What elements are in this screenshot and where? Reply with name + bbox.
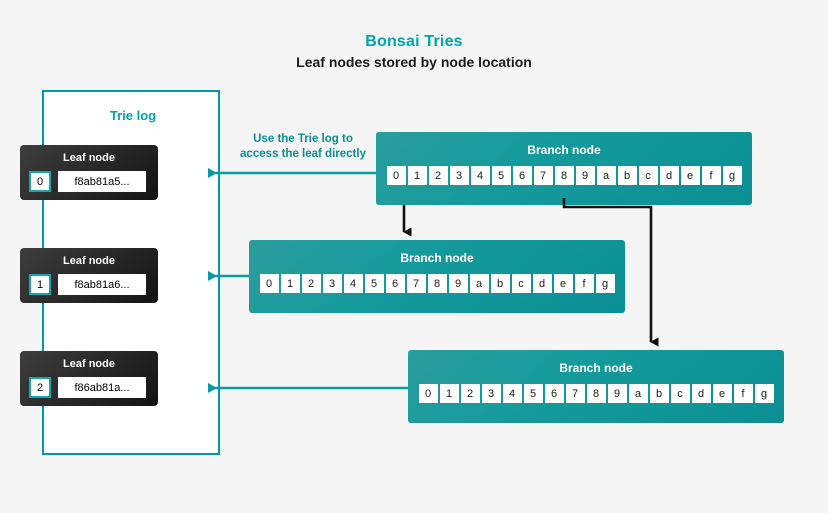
branch-cell-0[interactable]: 0: [386, 166, 406, 185]
branch-cell-7[interactable]: 7: [533, 166, 553, 185]
branch-cell-c[interactable]: c: [670, 384, 690, 403]
leaf-node-label: Leaf node: [63, 255, 115, 267]
branch-cell-a[interactable]: a: [469, 274, 489, 293]
branch-cell-5[interactable]: 5: [523, 384, 543, 403]
trie-log-title: Trie log: [109, 108, 157, 123]
branch-cell-7[interactable]: 7: [565, 384, 585, 403]
branch-cell-4[interactable]: 4: [470, 166, 490, 185]
branch-cell-6[interactable]: 6: [544, 384, 564, 403]
branch-cell-9[interactable]: 9: [607, 384, 627, 403]
branch-cell-8[interactable]: 8: [586, 384, 606, 403]
leaf-node-card-1[interactable]: Leaf node 1 f8ab81a6...: [20, 248, 158, 303]
branch-cell-9[interactable]: 9: [448, 274, 468, 293]
branch-cell-1[interactable]: 1: [439, 384, 459, 403]
branch-cell-1[interactable]: 1: [407, 166, 427, 185]
leaf-node-row: 2 f86ab81a...: [29, 377, 146, 398]
branch-cell-6[interactable]: 6: [512, 166, 532, 185]
branch-cell-0[interactable]: 0: [259, 274, 279, 293]
branch-cell-3[interactable]: 3: [449, 166, 469, 185]
branch-cell-d[interactable]: d: [691, 384, 711, 403]
branch-cell-e[interactable]: e: [680, 166, 700, 185]
branch-cell-a[interactable]: a: [596, 166, 616, 185]
leaf-node-row: 1 f8ab81a6...: [29, 274, 146, 295]
branch-cell-5[interactable]: 5: [491, 166, 511, 185]
branch-cell-e[interactable]: e: [553, 274, 573, 293]
branch-cell-1[interactable]: 1: [280, 274, 300, 293]
page-subtitle: Leaf nodes stored by node location: [296, 54, 532, 70]
trie-log-annotation: Use the Trie log to access the leaf dire…: [228, 132, 378, 162]
branch-cell-8[interactable]: 8: [554, 166, 574, 185]
branch-cell-2[interactable]: 2: [428, 166, 448, 185]
branch-node-label: Branch node: [527, 143, 601, 157]
annotation-line-2: access the leaf directly: [240, 148, 366, 160]
branch-cell-5[interactable]: 5: [364, 274, 384, 293]
leaf-index-box: 1: [29, 274, 51, 295]
page-title: Bonsai Tries: [365, 33, 463, 50]
branch-cell-3[interactable]: 3: [481, 384, 501, 403]
branch-cell-g[interactable]: g: [722, 166, 742, 185]
branch-cell-c[interactable]: c: [511, 274, 531, 293]
branch-cell-g[interactable]: g: [595, 274, 615, 293]
annotation-line-1: Use the Trie log to: [253, 133, 353, 145]
branch-cell-7[interactable]: 7: [406, 274, 426, 293]
branch-cell-f[interactable]: f: [701, 166, 721, 185]
leaf-node-label: Leaf node: [63, 358, 115, 370]
leaf-node-card-0[interactable]: Leaf node 0 f8ab81a5...: [20, 145, 158, 200]
branch-cell-e[interactable]: e: [712, 384, 732, 403]
branch-cell-4[interactable]: 4: [502, 384, 522, 403]
branch-node-label: Branch node: [559, 361, 633, 375]
branch-cell-2[interactable]: 2: [301, 274, 321, 293]
branch-cell-8[interactable]: 8: [427, 274, 447, 293]
branch-cell-b[interactable]: b: [649, 384, 669, 403]
branch-cell-b[interactable]: b: [490, 274, 510, 293]
branch-cell-f[interactable]: f: [733, 384, 753, 403]
branch-cell-d[interactable]: d: [532, 274, 552, 293]
branch-cell-2[interactable]: 2: [460, 384, 480, 403]
branch-cell-4[interactable]: 4: [343, 274, 363, 293]
branch-cell-b[interactable]: b: [617, 166, 637, 185]
branch-cell-0[interactable]: 0: [418, 384, 438, 403]
branch-node-label: Branch node: [400, 251, 474, 265]
leaf-node-label: Leaf node: [63, 152, 115, 164]
branch-cell-d[interactable]: d: [659, 166, 679, 185]
branch-cell-6[interactable]: 6: [385, 274, 405, 293]
leaf-node-card-2[interactable]: Leaf node 2 f86ab81a...: [20, 351, 158, 406]
branch-cell-9[interactable]: 9: [575, 166, 595, 185]
branch-cell-3[interactable]: 3: [322, 274, 342, 293]
leaf-index-box: 0: [29, 171, 51, 192]
leaf-index-box: 2: [29, 377, 51, 398]
branch-cell-a[interactable]: a: [628, 384, 648, 403]
branch-cell-f[interactable]: f: [574, 274, 594, 293]
leaf-hash-box: f8ab81a5...: [58, 171, 146, 192]
leaf-node-row: 0 f8ab81a5...: [29, 171, 146, 192]
branch-cell-g[interactable]: g: [754, 384, 774, 403]
leaf-hash-box: f86ab81a...: [58, 377, 146, 398]
leaf-hash-box: f8ab81a6...: [58, 274, 146, 295]
branch-cell-c[interactable]: c: [638, 166, 658, 185]
